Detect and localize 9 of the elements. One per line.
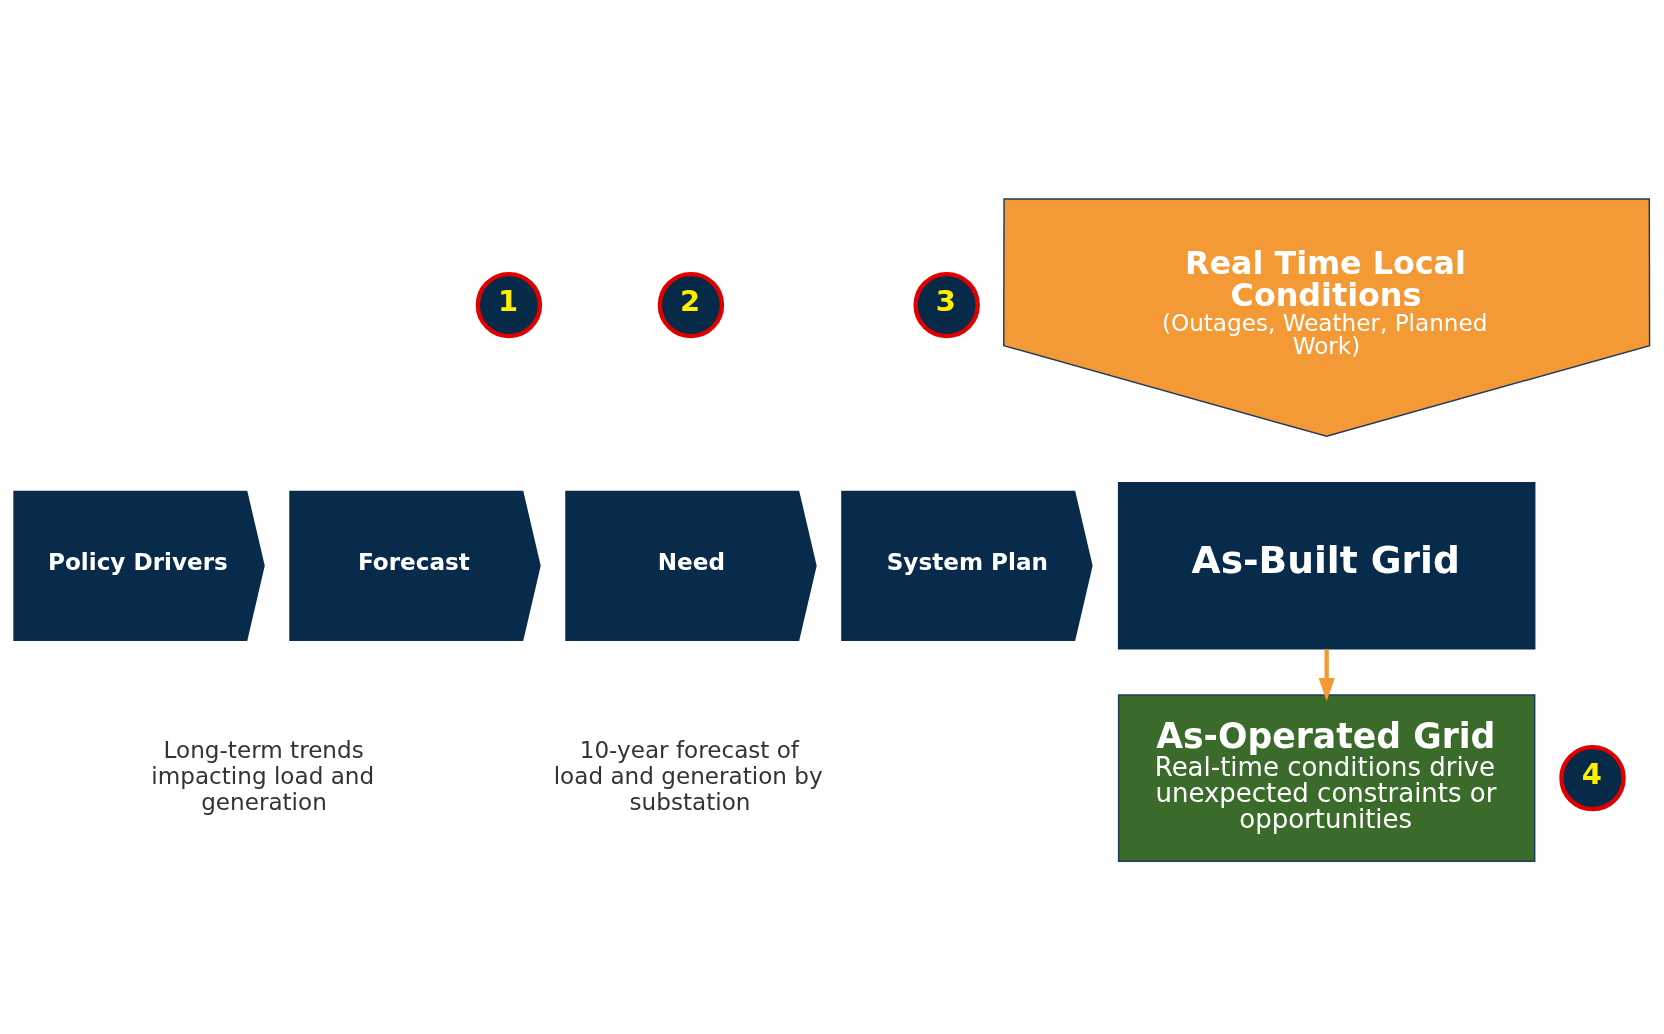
node-circle: 1 [475, 271, 543, 338]
node-box: As-Built Grid [1117, 481, 1536, 650]
arrow [1318, 648, 1335, 701]
label: Long-term trends impacting load and generation [151, 736, 375, 815]
node-circle: 2 [657, 271, 725, 338]
label: 10-year forecast of load and generation by substation [553, 736, 823, 815]
node-circle: 3 [913, 271, 980, 338]
node-box: As-Operated Grid Real-time conditions drive unexpected constraints or opportunities [1117, 693, 1536, 862]
node-circle: 4 [1559, 744, 1626, 811]
